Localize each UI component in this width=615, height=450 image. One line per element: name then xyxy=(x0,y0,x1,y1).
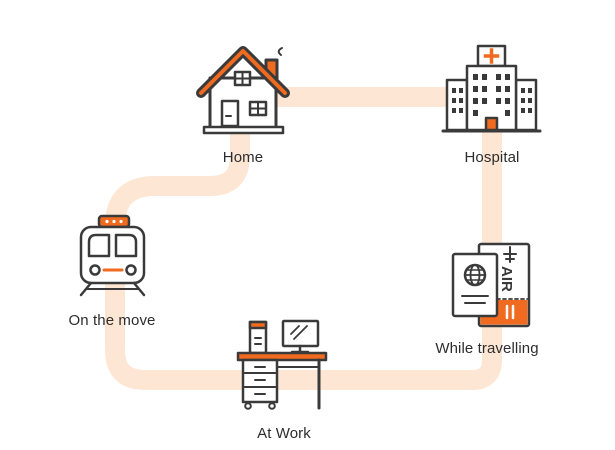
node-label-hospital: Hospital xyxy=(464,149,520,166)
ticket-air-text: AIR xyxy=(498,266,515,292)
desk-computer-icon xyxy=(236,319,328,410)
house-icon xyxy=(196,46,290,135)
node-label-at-work: At Work xyxy=(257,425,311,442)
train-icon xyxy=(79,214,146,297)
node-label-home: Home xyxy=(222,149,264,166)
hospital-icon xyxy=(441,44,542,133)
node-label-on-the-move: On the move xyxy=(68,312,156,329)
passport-ticket-icon: AIR xyxy=(451,242,531,328)
node-label-while-travelling: While travelling xyxy=(435,340,539,357)
